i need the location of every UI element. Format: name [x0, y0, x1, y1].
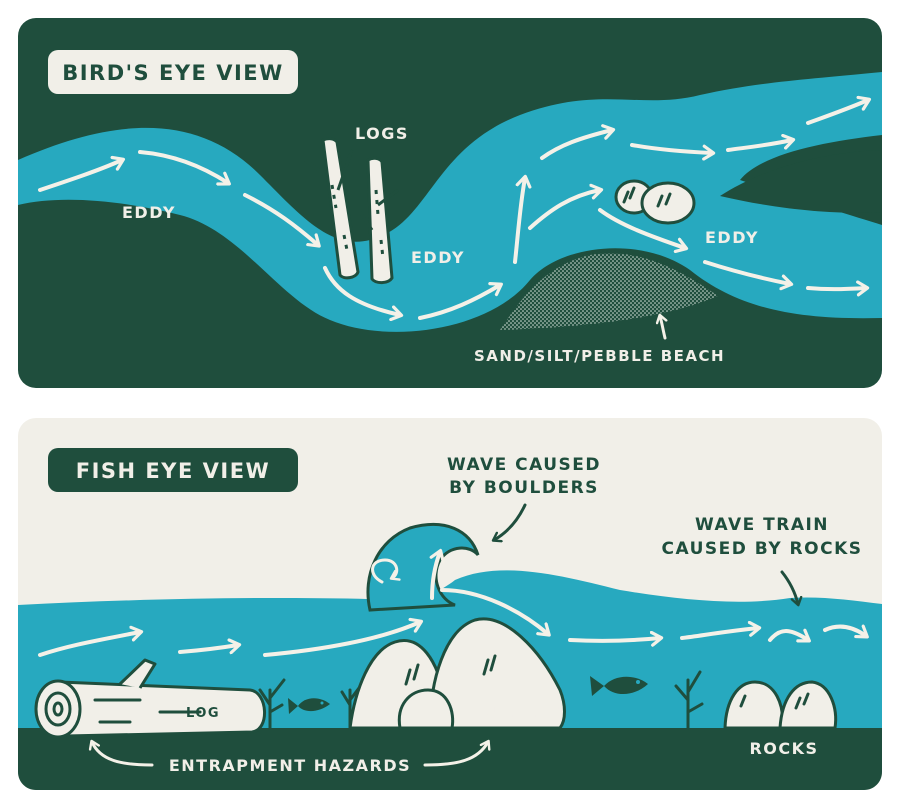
- fish-icon: [288, 676, 648, 714]
- riverbed: [18, 728, 882, 790]
- flow-arrows: [38, 95, 872, 322]
- fish-eye-panel: FISH EYE VIEW WAVE CAUSED BY BOULDERS WA…: [18, 418, 882, 790]
- log-icon: [34, 658, 266, 739]
- log-label: LOG: [186, 706, 220, 721]
- eddy-label-left: EDDY: [122, 203, 176, 222]
- wave-curl-arrow: [371, 558, 401, 584]
- fish-eye-title-badge: [48, 448, 298, 492]
- fish-eye-flow-arrows: [38, 548, 869, 657]
- fish-eye-title: FISH EYE VIEW: [76, 459, 270, 483]
- entrapment-hazards-label: ENTRAPMENT HAZARDS: [169, 756, 411, 775]
- logs-label: LOGS: [355, 124, 409, 143]
- boulders-icon: [348, 617, 566, 730]
- callout-arrows: [491, 503, 803, 607]
- river-channel: [18, 72, 882, 332]
- boulder-wave: [366, 523, 480, 612]
- sand-beach: [500, 253, 718, 330]
- wave-train-label-line1: WAVE TRAIN: [695, 515, 829, 535]
- eddy-label-right: EDDY: [705, 228, 759, 247]
- birds-eye-title: BIRD'S EYE VIEW: [62, 61, 284, 85]
- eddy-label-middle: EDDY: [411, 248, 465, 267]
- birds-eye-title-badge: [48, 50, 298, 94]
- rocks-label: ROCKS: [749, 739, 818, 758]
- river-island: [720, 150, 882, 213]
- beach-label: SAND/SILT/PEBBLE BEACH: [474, 347, 725, 365]
- boulders-label: BOULDERS: [465, 705, 562, 721]
- wave-train-label-line2: CAUSED BY ROCKS: [662, 539, 863, 559]
- hazard-arrows: [88, 739, 491, 767]
- beach-pointer-arrow: [655, 313, 668, 340]
- wave-label-line2: BY BOULDERS: [449, 478, 599, 498]
- birds-eye-panel: BIRD'S EYE VIEW LOGS EDDY EDDY EDDY SAND…: [18, 18, 882, 388]
- wave-label-line1: WAVE CAUSED: [447, 455, 601, 475]
- rocks-icon: [723, 680, 838, 730]
- river-boulders-icon: [614, 179, 696, 225]
- logs-icon: [304, 137, 399, 285]
